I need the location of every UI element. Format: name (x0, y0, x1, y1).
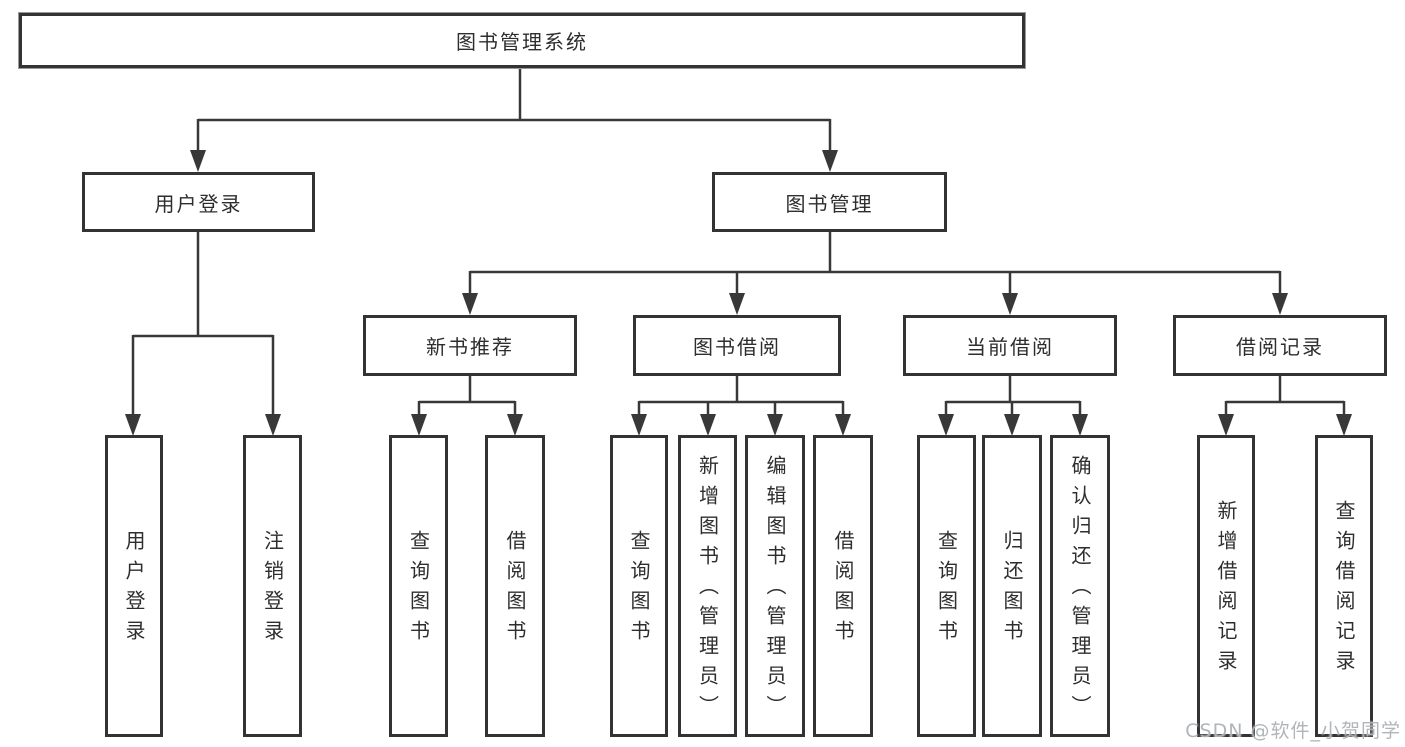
node-label: 归还图书 (1000, 530, 1024, 650)
arrow-down-icon (700, 414, 716, 436)
connector-userlogin-to-leaves (131, 232, 275, 416)
arrow-down-icon (507, 414, 523, 436)
node-root-system: 图书管理系统 (19, 13, 1025, 68)
node-label: 查询图书 (406, 530, 431, 650)
node-label: 借阅图书 (831, 530, 855, 650)
arrow-down-icon (125, 414, 141, 436)
node-user-login: 用户登录 (82, 172, 315, 232)
arrow-down-icon (822, 150, 838, 172)
node-label: 查询借阅记录 (1332, 500, 1356, 680)
arrow-down-icon (631, 414, 647, 436)
connector-borrow-to-leaves (637, 376, 845, 416)
arrow-down-icons-newbook (411, 414, 523, 436)
arrow-down-icons-borrow (631, 414, 851, 436)
node-label: 确认归还（管理员） (1068, 455, 1092, 725)
leaf-user-login: 用户登录 (105, 435, 163, 737)
node-label: 查询图书 (934, 530, 959, 650)
node-label: 注销登录 (260, 530, 285, 650)
arrow-down-icon (1272, 293, 1288, 315)
leaf-logout: 注销登录 (243, 435, 302, 737)
arrow-down-icons-level2 (190, 150, 838, 172)
arrow-down-icon (462, 293, 478, 315)
arrow-down-icons-record (1218, 414, 1352, 436)
node-label: 借阅记录 (1236, 335, 1324, 359)
node-label: 编辑图书（管理员） (763, 455, 787, 725)
node-label: 用户登录 (154, 191, 243, 216)
node-book-borrowing: 图书借阅 (633, 315, 841, 376)
node-new-book-recommend: 新书推荐 (363, 315, 577, 376)
leaf-confirm-return-admin: 确认归还（管理员） (1050, 435, 1110, 737)
arrow-down-icons-current (938, 414, 1088, 436)
node-label: 新书推荐 (426, 335, 514, 359)
arrow-down-icons-sections (462, 293, 1288, 315)
arrow-down-icon (265, 414, 281, 436)
watermark: CSDN @软件_小贺同学 (1185, 720, 1401, 742)
connector-bookmgmt-to-sections (468, 232, 1282, 295)
node-borrow-records: 借阅记录 (1173, 315, 1387, 376)
node-label: 借阅图书 (503, 530, 527, 650)
arrow-down-icon (938, 414, 954, 436)
node-label: 图书管理 (785, 191, 874, 216)
leaf-borrow-books: 借阅图书 (813, 435, 873, 737)
arrow-down-icon (1072, 414, 1088, 436)
leaf-query-books-borrowing: 查询图书 (610, 435, 668, 737)
arrow-down-icon (1002, 293, 1018, 315)
arrow-down-icon (767, 414, 783, 436)
arrow-down-icon (411, 414, 427, 436)
node-label: 查询图书 (627, 530, 651, 650)
arrow-down-icon (1218, 414, 1234, 436)
leaf-borrow-books-recommend: 借阅图书 (485, 435, 545, 737)
arrow-down-icon (729, 293, 745, 315)
connector-newbook-to-leaves (417, 376, 517, 416)
connector-root-to-branches (196, 68, 832, 152)
arrow-down-icon (835, 414, 851, 436)
node-label: 当前借阅 (966, 335, 1054, 359)
arrow-down-icons-userlogin (125, 414, 281, 436)
leaf-query-borrow-record: 查询借阅记录 (1315, 435, 1373, 737)
node-label: 新增借阅记录 (1214, 500, 1238, 680)
node-book-management: 图书管理 (712, 172, 947, 232)
arrow-down-icon (1336, 414, 1352, 436)
leaf-query-books-current: 查询图书 (917, 435, 976, 737)
leaf-return-books: 归还图书 (982, 435, 1042, 737)
leaf-add-books-admin: 新增图书（管理员） (678, 435, 737, 737)
arrow-down-icon (1004, 414, 1020, 436)
leaf-query-books-recommend: 查询图书 (389, 435, 448, 737)
connector-current-to-leaves (944, 376, 1082, 416)
node-label: 用户登录 (122, 530, 146, 650)
leaf-edit-books-admin: 编辑图书（管理员） (745, 435, 805, 737)
node-label: 新增图书（管理员） (695, 455, 720, 725)
leaf-add-borrow-record: 新增借阅记录 (1197, 435, 1255, 737)
node-label: 图书管理系统 (456, 30, 588, 54)
node-label: 图书借阅 (693, 335, 781, 359)
node-current-borrowing: 当前借阅 (903, 315, 1117, 376)
arrow-down-icon (190, 150, 206, 172)
connector-record-to-leaves (1224, 376, 1346, 416)
